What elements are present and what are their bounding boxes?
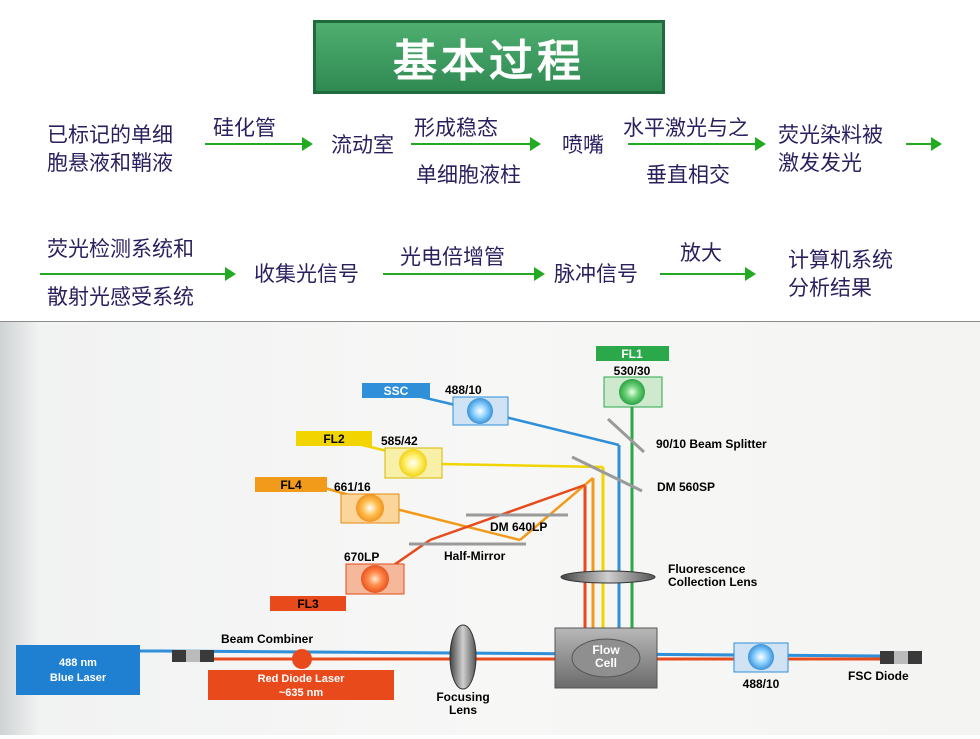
beam-splitter-mirror <box>606 417 646 454</box>
flow-arrow <box>205 137 313 151</box>
ssc-label-box <box>362 383 430 398</box>
focusing-lens-label-2: Lens <box>449 703 477 717</box>
fl4-filter-label: 661/16 <box>334 480 371 494</box>
fl4-label-box <box>255 477 327 492</box>
flow-arrow <box>660 267 756 281</box>
half-mirror-label: Half-Mirror <box>444 549 506 563</box>
fl4-path <box>399 508 521 542</box>
fl1-label: FL1 <box>621 347 643 361</box>
arrow-label-perpendicular: 垂直相交 <box>646 163 730 187</box>
step-excite-line2: 激发发光 <box>778 151 862 175</box>
flow-arrow <box>383 267 545 281</box>
blue-laser-label-1: 488 nm <box>59 657 97 669</box>
fl4-detector-lens <box>356 494 384 522</box>
step-excite-line1: 荧光染料被 <box>778 123 883 147</box>
optics-diagram: FL1 530/30 SSC 488/10 FL2 585/42 FL4 661… <box>16 346 922 717</box>
fl2-label: FL2 <box>323 432 345 446</box>
dm640-label: DM 640LP <box>490 520 547 534</box>
ssc-detector-lens <box>467 398 493 424</box>
flow-cell-label-1: Flow <box>592 643 620 657</box>
arrow-label-tube: 硅化管 <box>213 116 276 140</box>
fl1-filter-label: 530/30 <box>614 364 651 378</box>
divider <box>0 321 980 322</box>
flow-arrow <box>40 267 236 281</box>
flow-arrow <box>906 137 942 151</box>
red-laser-source <box>292 649 312 669</box>
flow-arrow <box>628 137 766 151</box>
fl1-label-box <box>596 346 669 361</box>
fl3-path <box>429 483 586 542</box>
fl2-label-box <box>296 431 372 446</box>
fl3-label: FL3 <box>297 597 319 611</box>
optics-diagram-panel: FL1 530/30 SSC 488/10 FL2 585/42 FL4 661… <box>0 322 980 735</box>
collection-lens-label-2: Collection Lens <box>668 575 758 589</box>
step-detect-line2: 散射光感受系统 <box>47 285 194 309</box>
fl1-detector-lens <box>619 379 645 405</box>
fsc-diode-window <box>894 651 908 664</box>
arrow-label-pmt: 光电倍增管 <box>400 245 505 269</box>
flow-cell-label-2: Cell <box>595 656 617 670</box>
collection-lens <box>560 570 656 584</box>
collection-lens-label-1: Fluorescence <box>668 562 746 576</box>
blue-laser-label-2: Blue Laser <box>50 672 107 684</box>
beam-splitter-label: 90/10 Beam Splitter <box>656 437 767 451</box>
flow-cell-window <box>571 638 641 678</box>
fsc-diode-label: FSC Diode <box>848 669 909 683</box>
fl2-filter-label: 585/42 <box>381 434 418 448</box>
fsc-filter-lens <box>748 644 774 670</box>
dm560-label: DM 560SP <box>657 480 715 494</box>
flow-arrow <box>411 137 541 151</box>
fl3-detector-lens <box>361 565 389 593</box>
step-nozzle: 喷嘴 <box>562 133 604 157</box>
focusing-lens-label-1: Focusing <box>436 690 489 704</box>
beam-combiner-label: Beam Combiner <box>221 632 313 646</box>
page-title: 基本过程 <box>313 20 665 94</box>
fl2-path <box>439 462 604 469</box>
step-analysis-line2: 分析结果 <box>788 276 872 300</box>
step-sample-line2: 胞悬液和鞘液 <box>47 151 173 175</box>
ssc-label: SSC <box>384 384 409 398</box>
fl3-filter-label: 670LP <box>344 550 379 564</box>
fsc-filter-label: 488/10 <box>743 677 780 691</box>
arrow-label-laser: 水平激光与之 <box>623 116 749 140</box>
red-laser-label-2: ~635 nm <box>279 687 324 699</box>
fl2-detector-lens <box>399 449 427 477</box>
step-flow-chamber: 流动室 <box>331 133 394 157</box>
fl4-label: FL4 <box>280 478 302 492</box>
focusing-lens <box>449 624 477 690</box>
blue-laser <box>16 645 140 695</box>
step-collect: 收集光信号 <box>254 262 359 286</box>
dm560-mirror <box>571 455 643 493</box>
step-pulse: 脉冲信号 <box>554 262 638 286</box>
step-sample-line1: 已标记的单细 <box>47 123 173 147</box>
arrow-label-column: 单细胞液柱 <box>416 163 521 187</box>
red-laser-label-1: Red Diode Laser <box>258 673 346 685</box>
fl3-label-box <box>270 596 346 611</box>
fl4-path <box>519 477 594 541</box>
arrow-label-amplify: 放大 <box>680 241 722 265</box>
arrow-label-steady: 形成稳态 <box>414 116 498 140</box>
ssc-filter-label: 488/10 <box>445 383 482 397</box>
beam-combiner-window <box>186 650 200 662</box>
step-detect-line1: 荧光检测系统和 <box>47 237 194 261</box>
red-diode-laser <box>208 670 394 700</box>
step-analysis-line1: 计算机系统 <box>788 248 893 272</box>
